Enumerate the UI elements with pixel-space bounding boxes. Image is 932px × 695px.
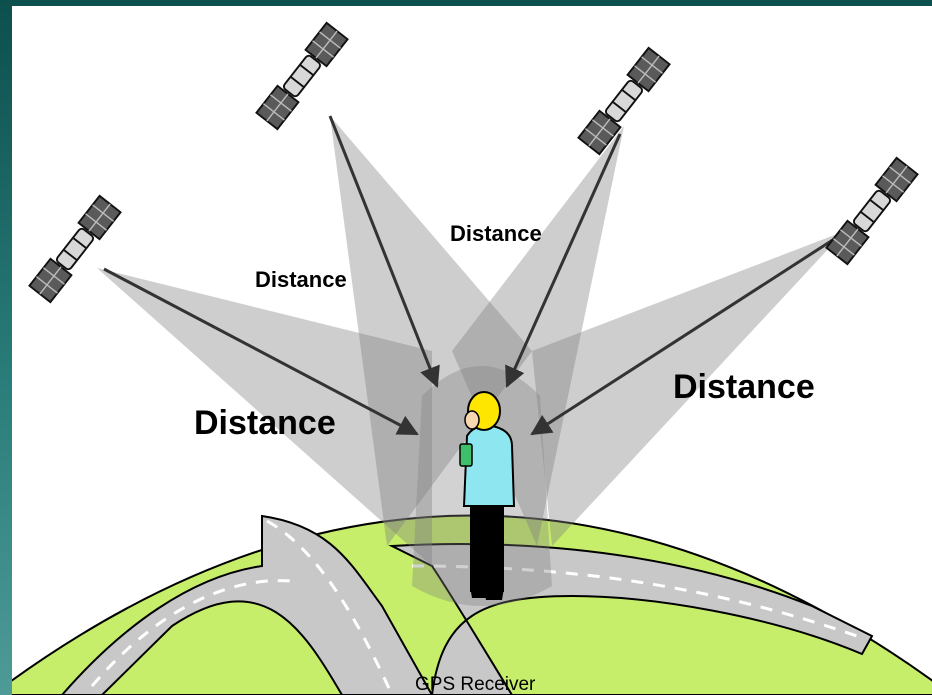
- satellite-icon: [578, 48, 669, 154]
- gps-diagram: Distance Distance Distance Distance GPS …: [12, 6, 932, 695]
- distance-label-upper-right: Distance: [450, 221, 542, 246]
- satellite-icon: [256, 23, 347, 129]
- distance-label-left: Distance: [194, 404, 336, 442]
- satellite-icon: [826, 158, 917, 264]
- satellite-icon: [29, 196, 120, 302]
- distance-label-right: Distance: [673, 368, 815, 406]
- distance-label-upper-left: Distance: [255, 267, 347, 292]
- gps-receiver-caption: GPS Receiver: [415, 674, 536, 695]
- diagram-panel: Distance Distance Distance Distance GPS …: [12, 6, 932, 695]
